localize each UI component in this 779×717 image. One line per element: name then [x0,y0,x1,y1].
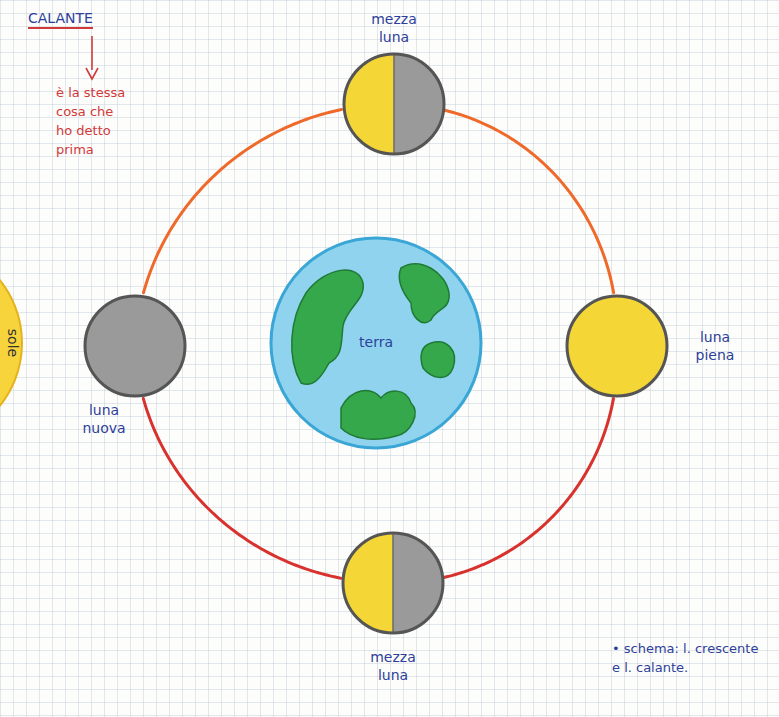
continent [399,264,449,323]
arrow-head [86,68,98,79]
orbit-arc [445,110,614,293]
orbit-arc [444,399,614,578]
moon-shape [567,296,667,396]
side-note: è la stessa cosa che ho detto prima [56,84,132,159]
sun-node: sole [0,243,24,443]
moon-shape [343,533,443,633]
leader-arrow [91,36,93,70]
moon-circle [85,296,185,396]
terminator [392,533,394,633]
moon-phase-label: luna nuova [78,402,130,437]
earth-circle [271,238,481,448]
continent [292,270,364,384]
terminator [393,54,395,154]
moon-outline [343,533,443,633]
lit-half [343,533,393,633]
moon-node: luna piena [567,296,667,396]
footer-note: • schema: l. crescente e l. calante. [612,640,764,678]
earth-node: terra [271,238,481,448]
moon-outline [85,296,185,396]
heading-note: CALANTE [28,10,93,29]
lit-half [344,54,394,154]
moon-outline [344,54,444,154]
continent [421,342,454,378]
moon-node: luna nuova [85,296,185,396]
moon-node: mezza luna [344,54,444,154]
moon-circle [343,533,443,633]
moon-phase-label: luna piena [691,329,739,364]
moon-shape [344,54,444,154]
moon-phase-label: mezza luna [365,649,421,684]
sun-circle [0,243,22,443]
continent [341,391,415,440]
moon-node: mezza luna [343,533,443,633]
moon-circle [567,296,667,396]
moon-shape [85,296,185,396]
moon-phase-label: mezza luna [366,11,422,46]
earth-label: terra [359,334,393,352]
moon-circle [344,54,444,154]
moon-outline [567,296,667,396]
sun-label: sole [3,329,21,357]
